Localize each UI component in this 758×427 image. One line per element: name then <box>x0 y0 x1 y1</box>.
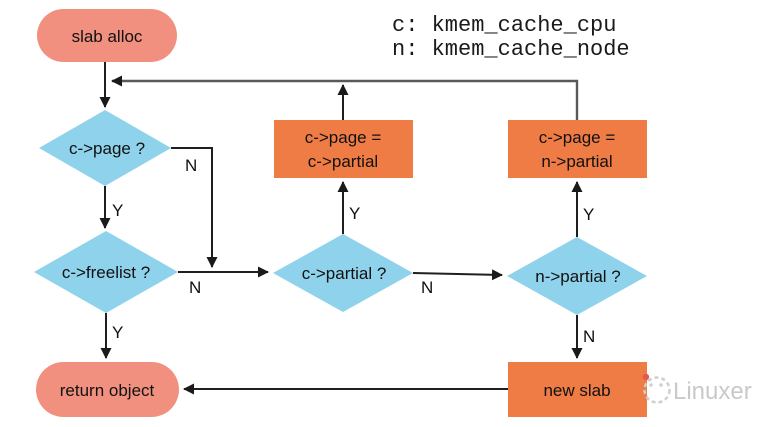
label-check-freelist-yes: Y <box>112 323 123 342</box>
decision-check-freelist-label: c->freelist ? <box>62 263 150 282</box>
start-node-label: slab alloc <box>72 27 143 46</box>
process-new-slab <box>508 362 647 417</box>
label-check-page-no: N <box>185 156 197 175</box>
watermark-logo-eye-right <box>659 383 663 387</box>
label-check-freelist-no: N <box>189 278 201 297</box>
edge-return-to-start <box>111 75 579 120</box>
watermark-red-dot-icon <box>642 373 650 381</box>
decision-check-page-label: c->page ? <box>69 139 145 158</box>
process-assign-c-partial <box>274 120 413 178</box>
process-assign-c-partial-line2: c->partial <box>308 152 378 171</box>
watermark-label: Linuxer <box>673 378 752 405</box>
decision-check-n-partial <box>507 237 647 315</box>
label-check-n-partial-yes: Y <box>583 205 594 224</box>
process-assign-n-partial-line2: n->partial <box>541 152 612 171</box>
start-node <box>37 9 177 62</box>
decision-check-freelist <box>34 231 178 313</box>
decision-check-page <box>39 110 171 186</box>
watermark-logo-eye-left <box>649 383 653 387</box>
return-object-node <box>36 362 179 417</box>
watermark: Linuxer <box>642 373 752 405</box>
return-object-node-label: return object <box>60 381 155 400</box>
label-check-c-partial-no: N <box>421 278 433 297</box>
legend-line-cpu: c: kmem_cache_cpu <box>392 13 616 38</box>
label-check-c-partial-yes: Y <box>349 204 360 223</box>
decision-check-c-partial-label: c->partial ? <box>302 264 387 283</box>
process-assign-c-partial-line1: c->page = <box>305 128 382 147</box>
legend-line-node: n: kmem_cache_node <box>392 37 630 62</box>
process-new-slab-label: new slab <box>543 381 610 400</box>
edge-check-page-no <box>171 147 218 268</box>
decision-check-n-partial-label: n->partial ? <box>535 267 621 286</box>
decision-check-c-partial <box>273 234 413 312</box>
process-assign-n-partial-line1: c->page = <box>539 128 616 147</box>
label-check-page-yes: Y <box>112 201 123 220</box>
edge-check-c-partial-no <box>412 269 503 281</box>
label-check-n-partial-no: N <box>583 327 595 346</box>
watermark-logo-icon <box>643 376 671 404</box>
process-assign-n-partial <box>508 120 647 178</box>
